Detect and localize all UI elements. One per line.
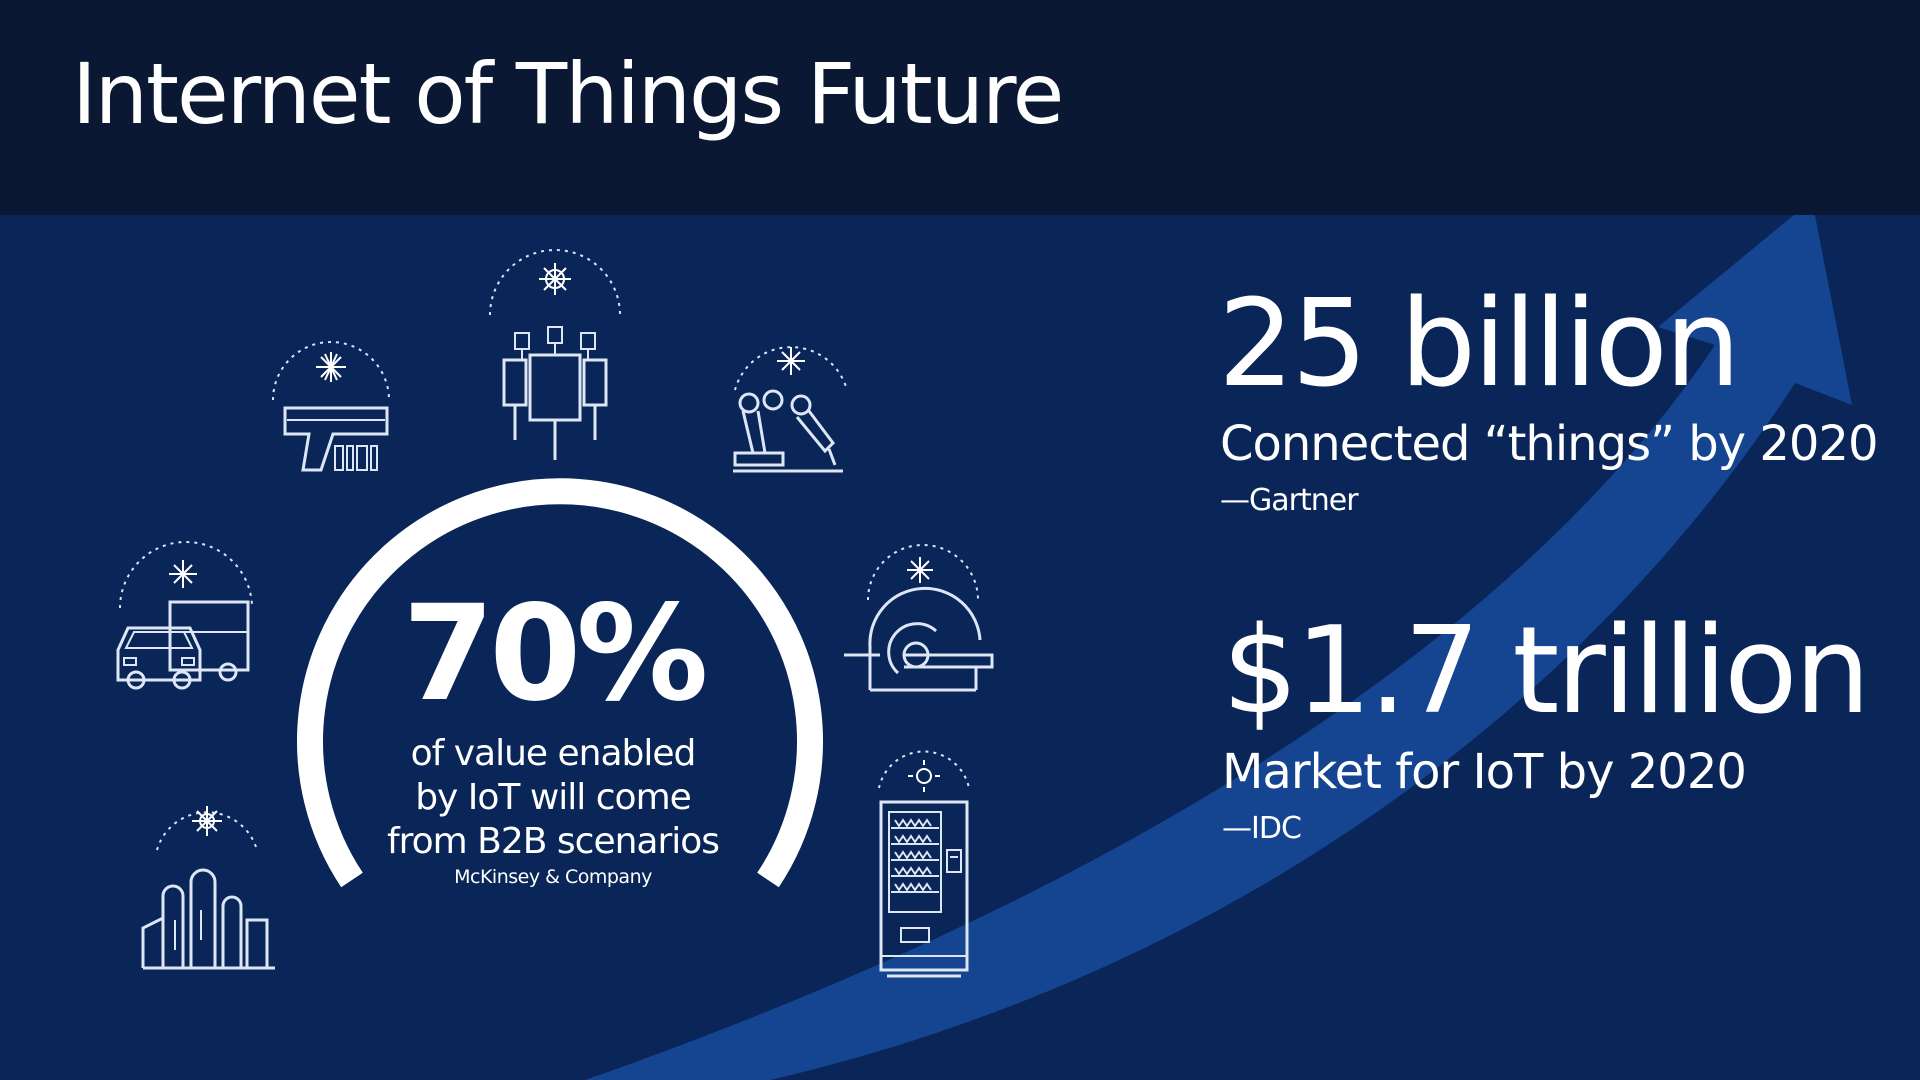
stat-label: Connected “things” by 2020 (1220, 416, 1878, 472)
barcode-scanner-icon (272, 341, 390, 472)
center-stat-description: of value enabled by IoT will come from B… (386, 732, 720, 864)
mri-scanner-icon (844, 544, 994, 692)
stat-source: —IDC (1222, 811, 1302, 846)
circuit-board-icon (489, 249, 621, 460)
slide-header: Internet of Things Future (0, 0, 1920, 215)
vehicles-icon (116, 541, 253, 690)
vending-machine-icon (878, 750, 970, 978)
center-stat-line: of value enabled (410, 733, 697, 774)
stat-source: —Gartner (1220, 483, 1359, 518)
stat-value: 25 billion (1218, 275, 1741, 414)
growth-arrow-icon (585, 215, 1852, 1080)
gauge-arc-icon (297, 478, 823, 888)
center-stat-source: McKinsey & Company (454, 866, 652, 888)
center-stat-line: by IoT will come (415, 777, 692, 818)
slide-title: Internet of Things Future (72, 45, 1064, 143)
robotic-arm-icon (733, 346, 848, 473)
stat-value: $1.7 trillion (1222, 602, 1871, 741)
factory-icon (141, 806, 275, 970)
center-stat-value: 70% (402, 577, 709, 731)
center-stat-line: from B2B scenarios (386, 821, 720, 862)
stat-label: Market for IoT by 2020 (1222, 744, 1747, 800)
